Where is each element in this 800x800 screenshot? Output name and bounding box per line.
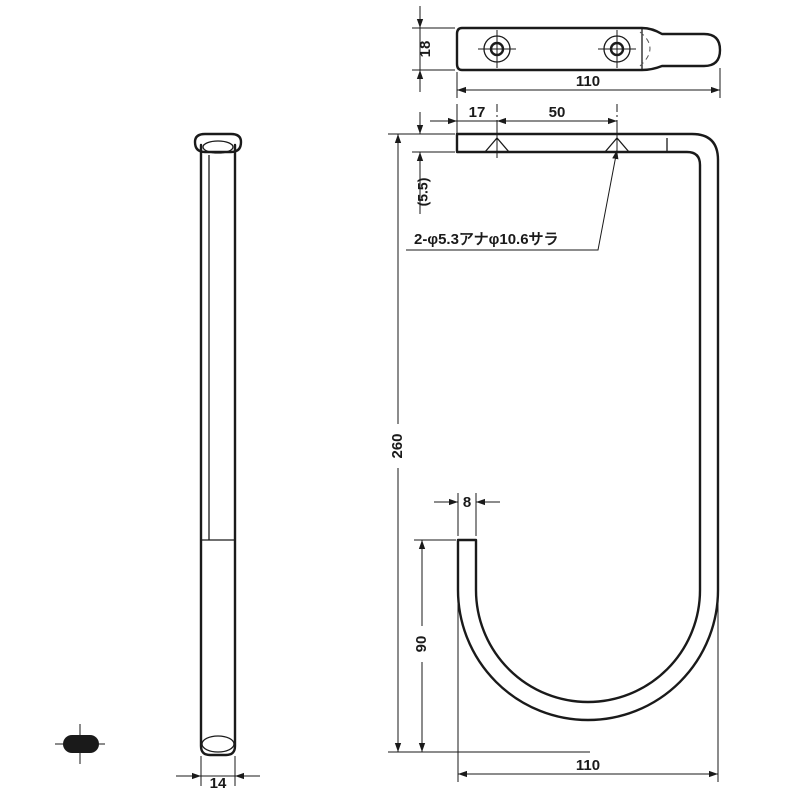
dim-top-width-group: 110 — [456, 68, 721, 98]
side-rod-outline — [199, 143, 237, 757]
dim-plate-height: 18 — [417, 41, 434, 58]
side-plate-inner — [202, 140, 234, 154]
hole-note: 2-φ5.3アナφ10.6サラ — [414, 231, 559, 248]
side-rod-bottom-section — [201, 735, 235, 753]
side-plate-end — [193, 132, 243, 154]
rod-cross-section — [63, 735, 99, 753]
hole-note-leader — [406, 149, 619, 251]
dim-plate-thickness: (5.5) — [415, 178, 431, 207]
dim-hole-offset: 17 — [469, 104, 486, 121]
side-view: 14 — [176, 132, 260, 792]
dim-total-height-bg — [388, 424, 408, 468]
dim-hook-depth-bg — [412, 626, 432, 662]
dim-side-width: 14 — [210, 775, 227, 792]
cross-section — [55, 724, 105, 764]
dim-hole-pitch: 50 — [549, 104, 566, 121]
dim-bottom-width: 110 — [576, 757, 600, 774]
countersink-hole-right — [598, 30, 636, 68]
dim-rod-diameter: 8 — [463, 494, 471, 511]
plate-countersinks — [484, 128, 630, 158]
dim-top-width: 110 — [576, 73, 600, 90]
top-view: 18 — [412, 6, 722, 92]
dim-total-height: 260 — [389, 433, 406, 458]
top-plate-outline — [455, 26, 722, 72]
dim-hook-depth: 90 — [413, 636, 430, 653]
hook-outline — [455, 132, 720, 722]
countersink-hole-left — [478, 30, 516, 68]
top-plate-hidden-line — [639, 31, 651, 67]
front-view: 2-φ5.3アナφ10.6サラ (5.5) 260 8 90 110 — [388, 112, 720, 782]
